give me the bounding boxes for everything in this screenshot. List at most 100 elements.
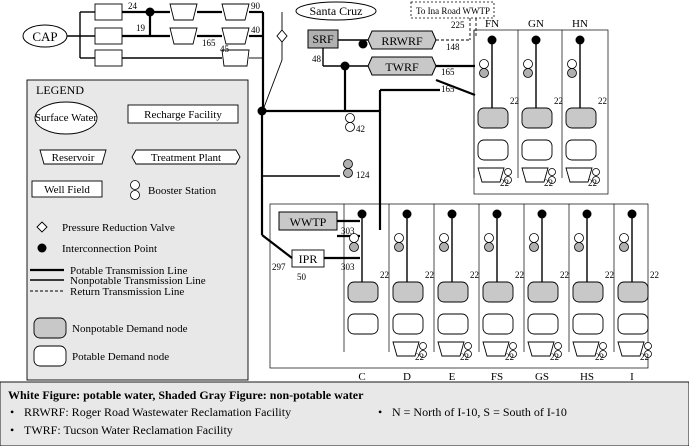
node-flow-label: 22	[598, 96, 607, 106]
zone-label: HS	[580, 371, 594, 383]
potable-demand-node	[392, 313, 424, 335]
svg-text:19: 19	[136, 23, 146, 33]
booster-station	[484, 242, 494, 252]
cap-wellfield-1	[169, 3, 198, 21]
legend-nonpotable-line: Nonpotable Transmission Line	[70, 275, 206, 287]
zone-label: GN	[528, 18, 544, 30]
potable-demand-node	[527, 313, 559, 335]
booster-station	[619, 242, 629, 252]
svg-text:165: 165	[441, 84, 455, 94]
booster-legend-icon	[130, 180, 140, 190]
node-flow-label: 22	[510, 96, 519, 106]
potable-node-legend-icon	[33, 345, 67, 367]
booster-station	[567, 59, 577, 69]
note-twrf: TWRF: Tucson Water Reclamation Facility	[24, 423, 233, 437]
wellfield-legend-icon	[31, 180, 103, 198]
svg-text:303: 303	[341, 226, 355, 236]
zone-label: D	[403, 371, 411, 383]
booster-station	[574, 242, 584, 252]
well-field	[617, 341, 645, 357]
booster-station	[479, 68, 489, 78]
booster-station	[574, 233, 584, 243]
booster-station	[592, 168, 600, 176]
treatment-legend-icon	[131, 149, 241, 165]
booster-station	[479, 59, 489, 69]
booster-station	[599, 342, 607, 350]
booster-station	[484, 233, 494, 243]
zone-label: I	[630, 371, 634, 383]
node-flow-label: 22	[588, 178, 597, 188]
node-flow-label: 22	[640, 352, 649, 362]
pressure-reduction-valve	[276, 29, 288, 43]
bullet-icon: •	[378, 405, 382, 419]
legend-reservoir: Reservoir	[52, 152, 95, 164]
booster-station	[599, 350, 607, 358]
legend-return-line: Return Transmission Line	[70, 286, 184, 298]
well-field	[521, 167, 549, 183]
booster-station	[394, 233, 404, 243]
booster-station	[345, 122, 355, 132]
legend-potable-node: Potable Demand node	[72, 351, 169, 363]
notes-heading: White Figure: potable water, Shaded Gray…	[8, 388, 364, 402]
svg-text:148: 148	[446, 42, 460, 52]
booster-station	[509, 350, 517, 358]
nonpotable-demand-node	[527, 281, 559, 303]
booster-station	[644, 342, 652, 350]
booster-station	[548, 168, 556, 176]
note-rrwrf: RRWRF: Roger Road Wastewater Reclamation…	[24, 405, 291, 419]
booster-station	[554, 350, 562, 358]
svg-text:124: 124	[356, 170, 370, 180]
booster-station	[529, 242, 539, 252]
booster-station	[419, 350, 427, 358]
well-field	[482, 341, 510, 357]
node-flow-label: 22	[554, 96, 563, 106]
svg-text:45: 45	[220, 44, 230, 54]
node-flow-label: 22	[515, 270, 524, 280]
node-flow-label: 22	[500, 178, 509, 188]
well-field	[477, 167, 505, 183]
nonpotable-demand-node	[437, 281, 469, 303]
zone-label: FN	[485, 18, 499, 30]
cap-label: CAP	[32, 29, 57, 44]
zone-columns: 2222FN2222GN2222HN22C2222D2222E2222FS222…	[343, 18, 659, 383]
booster-station	[644, 350, 652, 358]
ina-road-box	[410, 1, 495, 19]
cap-wellfield-3	[221, 3, 250, 21]
legend-panel: LEGEND Surface Water Recharge Facility R…	[26, 79, 249, 381]
svg-text:WWTP: WWTP	[290, 215, 327, 229]
svg-text:165: 165	[441, 67, 455, 77]
recharge-legend-icon	[127, 104, 239, 124]
nonpotable-demand-node	[482, 281, 514, 303]
nonpotable-demand-node	[392, 281, 424, 303]
legend-prv: Pressure Reduction Valve	[62, 222, 175, 234]
prv-legend-icon	[36, 221, 48, 233]
svg-text:165: 165	[202, 38, 216, 48]
well-field	[437, 341, 465, 357]
booster-station	[345, 113, 355, 123]
booster-station	[394, 242, 404, 252]
legend-nonpotable-node: Nonpotable Demand node	[72, 323, 188, 335]
legend-title: LEGEND	[36, 83, 84, 97]
potable-demand-node	[572, 313, 604, 335]
svg-text:TWRF: TWRF	[385, 60, 419, 74]
nonpotable-demand-node	[347, 281, 379, 303]
booster-station	[349, 242, 359, 252]
potable-demand-node	[437, 313, 469, 335]
booster-station	[349, 233, 359, 243]
nonpotable-demand-node	[617, 281, 649, 303]
booster-station	[567, 68, 577, 78]
svg-text:IPR: IPR	[299, 252, 318, 266]
nonpotable-demand-node	[565, 107, 597, 129]
booster-station	[523, 68, 533, 78]
well-field	[565, 167, 593, 183]
potable-demand-node	[482, 313, 514, 335]
cap-chain: CAP 24 19 165 90 40 45	[22, 1, 288, 116]
note-ns: N = North of I-10, S = South of I-10	[392, 405, 567, 419]
svg-text:90: 90	[251, 1, 261, 11]
cap-recharge-2	[94, 27, 123, 45]
svg-text:42: 42	[356, 124, 365, 134]
node-flow-label: 22	[544, 178, 553, 188]
legend-interconnection: Interconnection Point	[62, 243, 157, 255]
node-flow-label: 22	[505, 352, 514, 362]
nonpotable-demand-node	[572, 281, 604, 303]
